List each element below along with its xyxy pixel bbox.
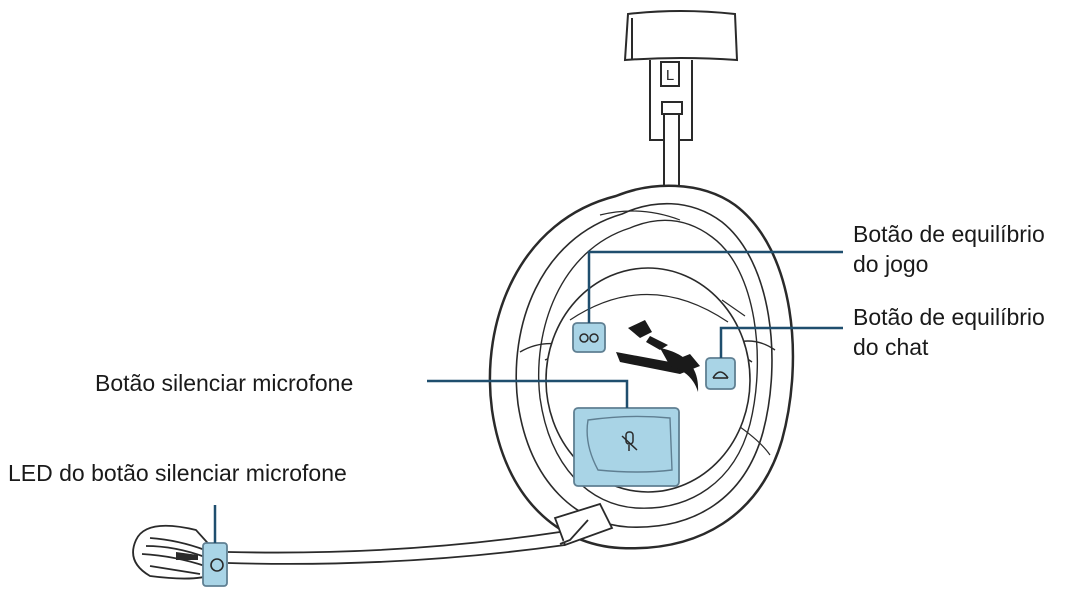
ear-cup: [488, 184, 795, 550]
label-mic-mute-led: LED do botão silenciar microfone: [8, 460, 347, 486]
label-mic-mute-button: Botão silenciar microfone: [95, 370, 354, 396]
label-game-balance-line2: do jogo: [853, 251, 929, 277]
label-chat-balance: Botão de equilíbrio do chat: [853, 302, 1045, 362]
label-game-balance: Botão de equilíbrio do jogo: [853, 219, 1045, 279]
mic-mute-led: [202, 542, 228, 587]
headband-side-marker: L: [666, 67, 674, 84]
brand-logo: [616, 320, 700, 392]
callout-mic-mute: [427, 379, 629, 408]
label-chat-balance-line2: do chat: [853, 334, 929, 360]
microphone-boom: [132, 502, 614, 580]
callout-chat-balance: [719, 326, 843, 358]
mic-mute-button: [573, 407, 680, 487]
callout-game-balance: [587, 250, 843, 323]
game-balance-button: [572, 322, 606, 353]
callout-lines: [213, 250, 843, 543]
label-chat-balance-line1: Botão de equilíbrio: [853, 304, 1045, 330]
headband: L: [623, 10, 739, 216]
chat-balance-button: [705, 357, 736, 390]
label-game-balance-line1: Botão de equilíbrio: [853, 221, 1045, 247]
